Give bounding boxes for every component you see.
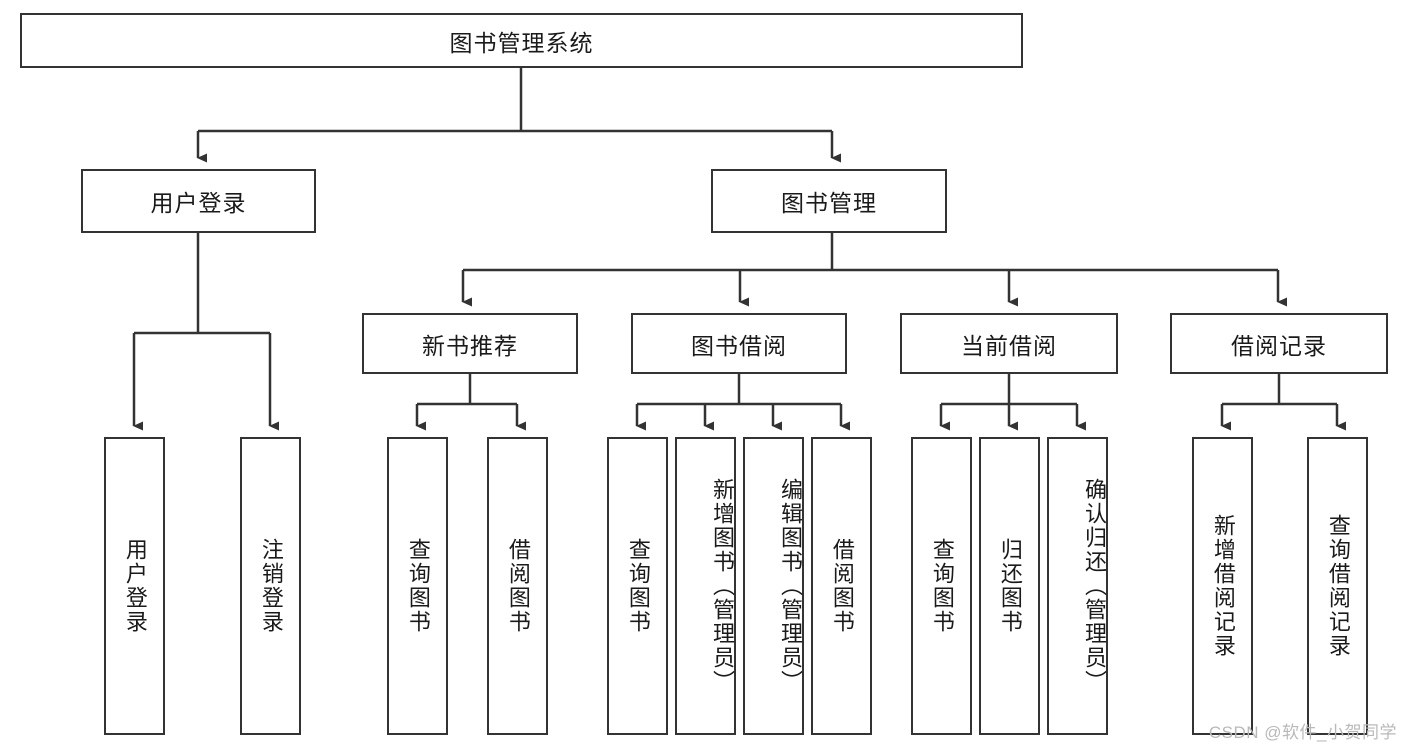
leaf-logout-login[interactable]: 注销登录 [240,437,301,735]
node-label: 图书管理 [781,190,877,216]
leaf-add-borrow-record[interactable]: 新增借阅记录 [1192,437,1253,735]
node-current-borrow[interactable]: 当前借阅 [900,313,1118,374]
node-book-manage[interactable]: 图书管理 [711,169,947,233]
node-label: 查询借阅记录 [1325,514,1351,658]
watermark: CSDN @软件_小贺同学 [1208,723,1397,742]
leaf-query-borrow-record[interactable]: 查询借阅记录 [1307,437,1368,735]
leaf-user-login[interactable]: 用户登录 [104,437,165,735]
node-label: 图书借阅 [691,332,787,359]
node-label: 编辑图书（管理员） [778,478,803,694]
node-user-login[interactable]: 用户登录 [81,169,316,233]
node-label: 归还图书 [997,538,1023,634]
leaf-edit-book[interactable]: 编辑图书（管理员） [743,437,804,735]
node-label: 新书推荐 [422,332,518,359]
node-label: 借阅图书 [829,538,855,634]
leaf-return-book[interactable]: 归还图书 [979,437,1040,735]
node-label: 注销登录 [258,538,284,634]
node-label: 图书管理系统 [449,29,594,56]
leaf-query-book-1[interactable]: 查询图书 [387,437,448,735]
leaf-borrow-book-1[interactable]: 借阅图书 [487,437,548,735]
node-new-book-recommend[interactable]: 新书推荐 [362,313,578,374]
node-label: 确认归还（管理员） [1082,478,1107,694]
node-label: 新增图书（管理员） [710,478,735,694]
node-label: 借阅记录 [1231,332,1327,359]
node-label: 查询图书 [625,538,651,634]
node-label: 查询图书 [929,538,955,634]
node-book-management-system[interactable]: 图书管理系统 [20,13,1023,68]
node-label: 查询图书 [405,538,431,634]
node-borrow-record[interactable]: 借阅记录 [1170,313,1388,374]
leaf-query-book-2[interactable]: 查询图书 [607,437,668,735]
node-label: 当前借阅 [961,332,1057,359]
node-label: 用户登录 [150,190,247,216]
node-label: 借阅图书 [505,538,531,634]
node-book-borrow[interactable]: 图书借阅 [631,313,847,374]
leaf-borrow-book-2[interactable]: 借阅图书 [811,437,872,735]
leaf-confirm-return[interactable]: 确认归还（管理员） [1047,437,1108,735]
node-label: 新增借阅记录 [1210,514,1236,658]
leaf-query-book-3[interactable]: 查询图书 [911,437,972,735]
node-label: 用户登录 [122,538,148,634]
leaf-add-book[interactable]: 新增图书（管理员） [675,437,736,735]
